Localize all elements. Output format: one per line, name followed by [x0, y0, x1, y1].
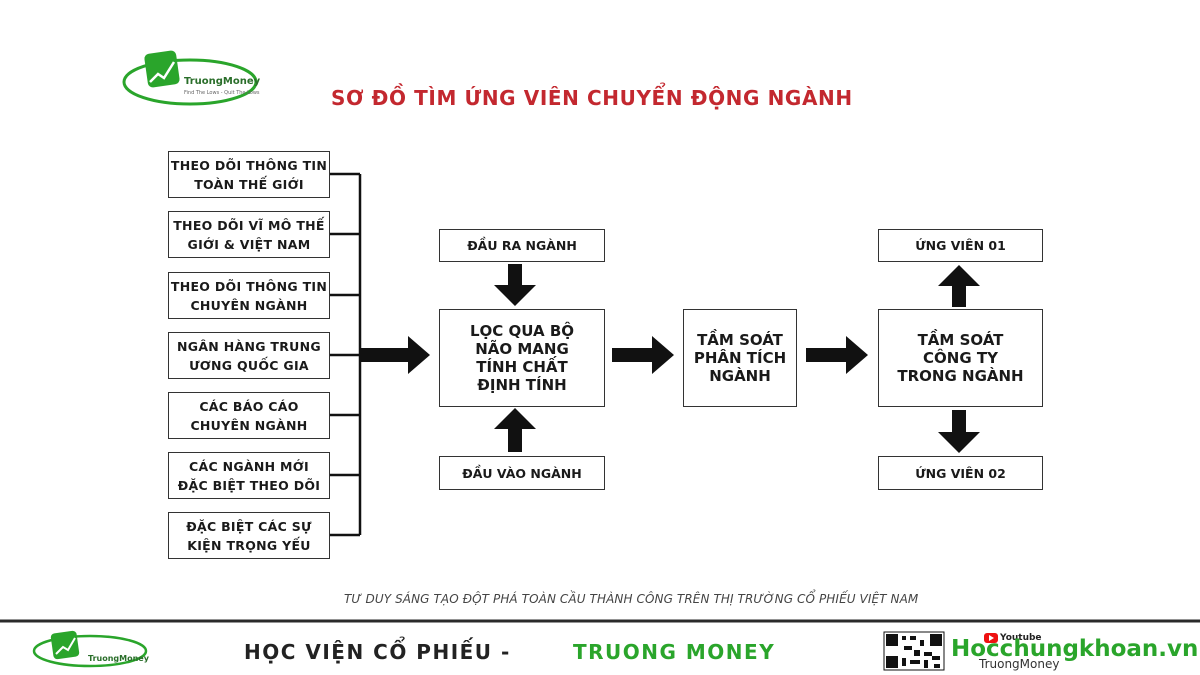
arrow-to-analysis: [612, 336, 674, 374]
qr-code: [883, 631, 945, 671]
slogan: TƯ DUY SÁNG TẠO ĐỘT PHÁ TOÀN CẦU THÀNH C…: [344, 592, 919, 606]
source-box-6: CÁC NGÀNH MỚI ĐẶC BIỆT THEO DÕI: [168, 452, 330, 499]
website-link[interactable]: Hocchungkhoan.vn: [951, 636, 1199, 662]
footer-logo-name: TruongMoney: [88, 654, 149, 663]
candidate-box-1: ỨNG VIÊN 01: [878, 229, 1043, 262]
arrow-to-candidate-2: [938, 410, 980, 453]
channel-name: TruongMoney: [979, 657, 1060, 671]
candidate-box-2: ỨNG VIÊN 02: [878, 456, 1043, 490]
input-box: ĐẦU VÀO NGÀNH: [439, 456, 605, 490]
source-box-7: ĐẶC BIỆT CÁC SỰ KIỆN TRỌNG YẾU: [168, 512, 330, 559]
source-box-5: CÁC BÁO CÁO CHUYÊN NGÀNH: [168, 392, 330, 439]
top-logo-graphic: [122, 50, 258, 106]
arrow-to-filter: [360, 336, 430, 374]
footer-logo-graphic: [32, 630, 148, 668]
footer-brand: TRUONG MONEY: [573, 640, 776, 664]
company-box: TẦM SOÁT CÔNG TY TRONG NGÀNH: [878, 309, 1043, 407]
top-logo-tagline: Find The Lows - Quit The Lows: [184, 90, 260, 96]
source-box-1: THEO DÕI THÔNG TIN TOÀN THẾ GIỚI: [168, 151, 330, 198]
filter-box: LỌC QUA BỘ NÃO MANG TÍNH CHẤT ĐỊNH TÍNH: [439, 309, 605, 407]
footer-academy: HỌC VIỆN CỔ PHIẾU -: [244, 640, 511, 664]
arrow-input-up: [494, 408, 536, 452]
output-box: ĐẦU RA NGÀNH: [439, 229, 605, 262]
top-logo-name: TruongMoney: [184, 76, 261, 87]
youtube-label: Youtube: [1000, 633, 1042, 643]
arrow-output-down: [494, 264, 536, 306]
youtube-icon: [984, 633, 998, 643]
diagram-title: SƠ ĐỒ TÌM ỨNG VIÊN CHUYỂN ĐỘNG NGÀNH: [331, 86, 853, 110]
arrow-to-candidate-1: [938, 265, 980, 307]
source-box-2: THEO DÕI VĨ MÔ THẾ GIỚI & VIỆT NAM: [168, 211, 330, 258]
source-box-3: THEO DÕI THÔNG TIN CHUYÊN NGÀNH: [168, 272, 330, 319]
arrow-to-company: [806, 336, 868, 374]
source-box-4: NGÂN HÀNG TRUNG ƯƠNG QUỐC GIA: [168, 332, 330, 379]
analysis-box: TẦM SOÁT PHÂN TÍCH NGÀNH: [683, 309, 797, 407]
